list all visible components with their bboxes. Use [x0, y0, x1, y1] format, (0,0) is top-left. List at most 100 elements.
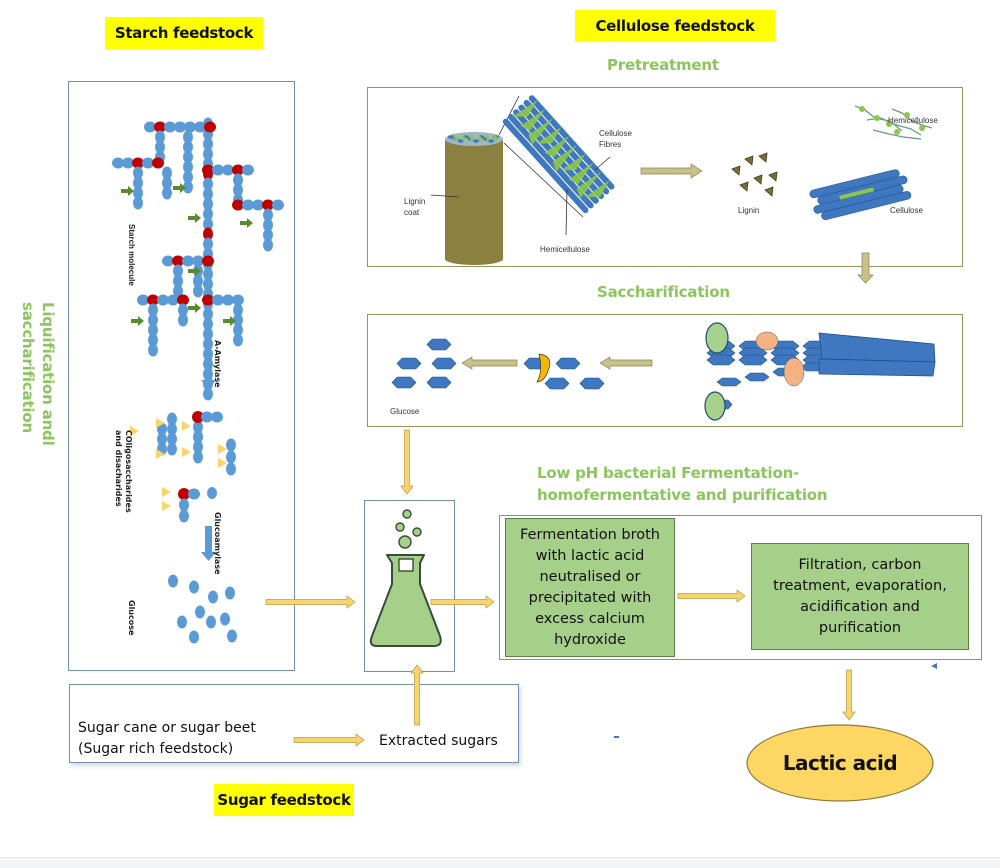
hemicellulose-strand — [528, 117, 554, 145]
glucose-hexagon — [579, 377, 605, 390]
sugar-source-to-extracted-arrow — [293, 733, 365, 747]
lignin-coat-line1: Lignin — [404, 197, 426, 206]
cleavage-arrow — [121, 186, 134, 196]
glucose-unit — [155, 140, 165, 154]
free-glucose — [208, 590, 218, 604]
cellulose-fibre — [528, 95, 615, 190]
glucose-hexagon — [431, 357, 457, 370]
cellobiohydrolase-enzyme — [755, 331, 779, 351]
flask-icon — [369, 509, 442, 647]
pretreatment-diagram — [430, 95, 933, 284]
glucose-unit — [203, 277, 213, 291]
sugar-panel — [69, 684, 519, 763]
glucose-hexagon — [426, 338, 452, 351]
glucose-unit — [162, 166, 172, 180]
enzyme-cut-mark — [218, 458, 227, 468]
glucose-unit — [178, 303, 188, 317]
cleavage-arrow — [240, 218, 253, 228]
branch-point — [202, 294, 214, 306]
glucose-unit — [193, 450, 203, 464]
lignin-fragment — [753, 174, 763, 185]
free-glucose — [168, 574, 178, 588]
glucose-unit — [167, 294, 179, 306]
branch-point — [262, 199, 274, 211]
lactic-acid-label: Lactic acid — [782, 751, 898, 775]
sugar-source-line1: Sugar cane or sugar beet — [78, 720, 256, 736]
enzyme-cut-mark — [218, 444, 227, 454]
lignin-fragment — [758, 152, 768, 163]
glucose-unit — [192, 255, 204, 267]
glucose-unit — [272, 199, 284, 211]
glucose-unit — [179, 498, 189, 512]
hemicellulose-blob — [894, 129, 900, 135]
glucose-unit — [142, 157, 154, 169]
branch-point — [172, 255, 184, 267]
branch-point — [232, 199, 244, 211]
flask-bubble — [402, 509, 412, 519]
glucose-label-saccharification: Glucose — [390, 407, 420, 416]
glucose-unit — [162, 255, 174, 267]
enzyme-cut-mark — [162, 501, 171, 511]
cleavage-arrow — [188, 213, 201, 223]
lignin-fragment — [768, 171, 778, 182]
glucose-unit — [203, 307, 213, 321]
hemicellulose-strand — [453, 133, 459, 142]
lignin-coat-cylinder — [445, 139, 503, 259]
cleavage-arrow — [188, 266, 201, 276]
free-glucose — [195, 605, 205, 619]
glucose-hexagon — [738, 354, 768, 366]
hemicellulose-residue — [839, 187, 874, 200]
broth-to-filtration-arrow — [677, 589, 746, 603]
glucose-unit — [233, 333, 243, 347]
glucose-unit — [167, 442, 177, 456]
fibre-end — [473, 139, 479, 143]
glucose-unit — [133, 186, 143, 200]
glucose-unit — [167, 422, 177, 436]
glucose-hexagon — [706, 354, 736, 366]
branch-point — [192, 411, 204, 423]
sugar-to-flask-arrow — [410, 664, 424, 726]
fermentation-title: Low pH bacterial Fermentation- homoferme… — [537, 462, 828, 506]
glucose-unit — [182, 255, 194, 267]
enzyme-cut-mark — [182, 447, 191, 457]
lactic-acid-ellipse — [746, 724, 934, 802]
enzyme-cut-mark — [162, 487, 171, 497]
glucose-unit — [211, 411, 223, 423]
fibre-end — [448, 135, 454, 139]
fermentation-title-line2: homofermentative and purification — [537, 486, 828, 504]
glucose-unit — [263, 218, 273, 232]
branch-point — [204, 121, 216, 133]
hemicellulose-strand — [552, 144, 578, 172]
saccharification-diagram — [391, 322, 936, 421]
glucose-unit — [203, 187, 213, 201]
glucose-unit — [167, 432, 177, 446]
glucose-unit — [263, 208, 273, 222]
glucose-unit — [203, 327, 213, 341]
glucose-unit — [226, 438, 236, 452]
flask-label — [398, 558, 414, 572]
bottom-bar — [0, 857, 1000, 868]
glucose-unit — [183, 180, 193, 194]
lignin-coat-line2: coat — [404, 208, 420, 217]
glucose-unit — [148, 333, 158, 347]
glucose-unit — [137, 294, 149, 306]
glucose-unit — [133, 176, 143, 190]
glucose-unit — [233, 323, 243, 337]
glucose-unit — [203, 337, 213, 351]
branch-point — [203, 227, 213, 241]
flask-bubble — [395, 522, 405, 532]
glucose-unit — [157, 294, 169, 306]
cleavage-arrow — [131, 316, 144, 326]
branch-point — [178, 488, 190, 500]
glucose-unit — [188, 488, 200, 500]
hemicellulose-blob — [904, 112, 910, 118]
lignin-fragment — [744, 155, 754, 166]
small-triangle-mark — [931, 663, 937, 669]
glucose-unit — [148, 303, 158, 317]
branch-point — [152, 157, 164, 169]
hemicellulose-strand — [576, 171, 602, 199]
glucose-unit — [144, 121, 156, 133]
glucose-unit — [233, 173, 243, 187]
enzyme-cut-mark — [182, 421, 191, 431]
hemicellulose-blob — [886, 121, 892, 127]
